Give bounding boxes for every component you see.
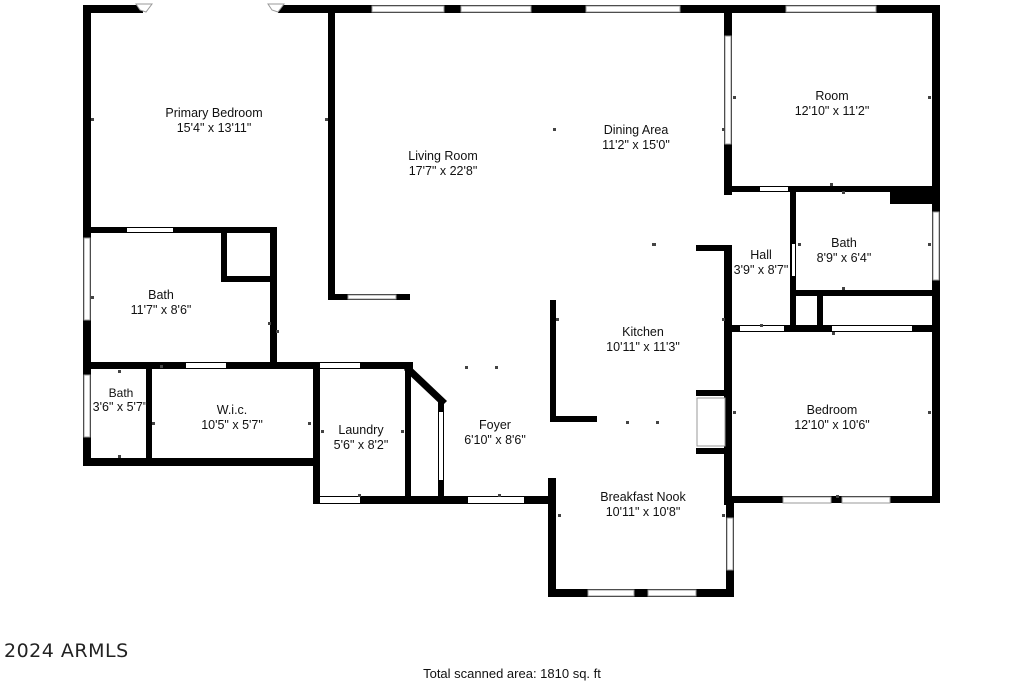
room-dimensions: 5'6" x 8'2" [334, 438, 389, 452]
room-name: Hall [750, 248, 772, 262]
room-label-kitchen: Kitchen 10'11" x 11'3" [606, 325, 680, 354]
door-openings [127, 187, 912, 503]
room-label-bath-main: Bath 11'7" x 8'6" [131, 288, 192, 317]
walls [83, 5, 940, 597]
room-label-bedroom: Bedroom 12'10" x 10'6" [794, 403, 870, 432]
room-dimensions: 17'7" x 22'8" [409, 164, 478, 178]
room-dimensions: 6'10" x 8'6" [464, 433, 526, 447]
room-name: Living Room [408, 149, 477, 163]
room-label-breakfast-nook: Breakfast Nook 10'11" x 10'8" [600, 490, 686, 519]
windows [83, 3, 940, 597]
room-label-bath-right: Bath 8'9" x 6'4" [817, 236, 872, 265]
room-name: Breakfast Nook [600, 490, 686, 504]
room-dimensions: 8'9" x 6'4" [817, 251, 872, 265]
total-scanned-area: Total scanned area: 1810 sq. ft [423, 666, 601, 681]
room-dimensions: 12'10" x 10'6" [794, 418, 870, 432]
room-label-hall: Hall 3'9" x 8'7" [734, 248, 789, 277]
room-dimensions: 3'9" x 8'7" [734, 263, 789, 277]
room-dimensions: 3'6" x 5'7" [93, 400, 148, 414]
room-dimensions: 11'7" x 8'6" [131, 303, 192, 317]
room-dimensions: 15'4" x 13'11" [177, 121, 252, 135]
room-label-room: Room 12'10" x 11'2" [795, 89, 870, 118]
room-name: Room [815, 89, 848, 103]
room-name: Bedroom [807, 403, 858, 417]
watermark-logo: 2024 ARMLS [4, 640, 129, 662]
room-dimensions: 11'2" x 15'0" [602, 138, 670, 152]
room-name: W.i.c. [217, 403, 248, 417]
room-name: Bath [831, 236, 857, 250]
room-dimensions: 12'10" x 11'2" [795, 104, 870, 118]
room-name: Dining Area [604, 123, 669, 137]
room-name: Primary Bedroom [165, 106, 262, 120]
room-name: Kitchen [622, 325, 664, 339]
room-label-bath-small: Bath 3'6" x 5'7" [93, 386, 148, 414]
room-name: Bath [109, 386, 134, 400]
dimension-ticks [91, 96, 931, 517]
room-label-foyer: Foyer 6'10" x 8'6" [464, 418, 526, 447]
room-dimensions: 10'11" x 11'3" [606, 340, 680, 354]
room-label-wic: W.i.c. 10'5" x 5'7" [201, 403, 263, 432]
room-label-laundry: Laundry 5'6" x 8'2" [334, 423, 389, 452]
room-name: Bath [148, 288, 174, 302]
room-label-primary-bedroom: Primary Bedroom 15'4" x 13'11" [165, 106, 262, 135]
room-dimensions: 10'5" x 5'7" [201, 418, 263, 432]
room-dimensions: 10'11" x 10'8" [606, 505, 681, 519]
room-name: Laundry [338, 423, 384, 437]
room-label-living-room: Living Room 17'7" x 22'8" [408, 149, 477, 178]
room-label-dining-area: Dining Area 11'2" x 15'0" [602, 123, 670, 152]
room-name: Foyer [479, 418, 511, 432]
